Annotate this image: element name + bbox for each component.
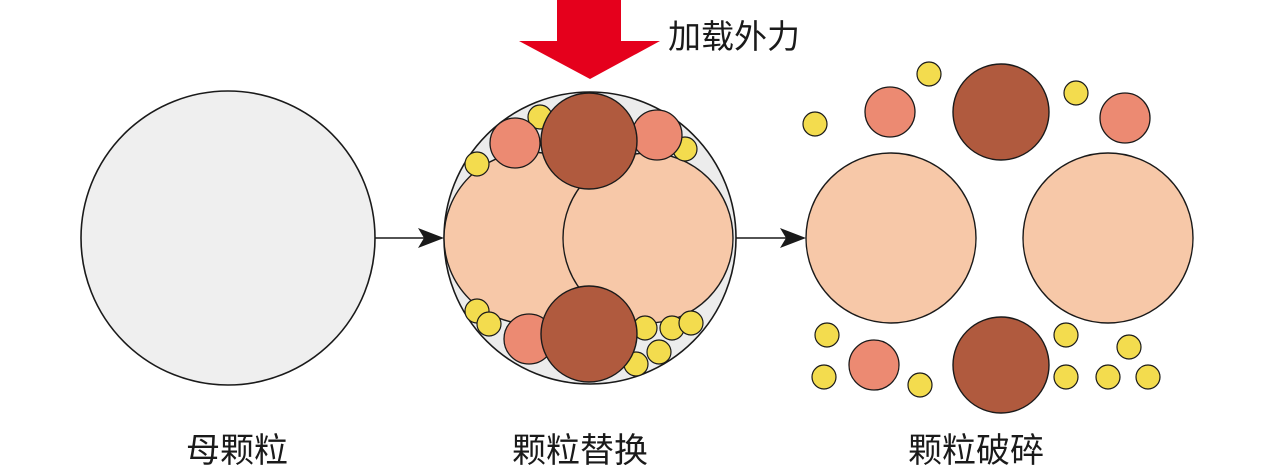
dark-fragment <box>540 92 638 190</box>
large-fragment <box>1022 152 1194 324</box>
small-fragment <box>678 310 704 336</box>
small-fragment <box>1063 80 1089 106</box>
dark-fragment <box>540 285 638 383</box>
small-fragment <box>1053 364 1079 390</box>
parent-particle-label: 母颗粒 <box>186 431 288 471</box>
small-fragment <box>916 61 942 87</box>
small-fragment <box>802 111 828 137</box>
small-fragment <box>1095 364 1121 390</box>
replacement-label: 颗粒替换 <box>512 431 648 471</box>
breakage-label: 颗粒破碎 <box>908 431 1044 471</box>
replacement-particle <box>443 91 737 385</box>
right-arrow-icon <box>375 228 444 248</box>
small-fragment <box>476 311 502 337</box>
medium-fragment <box>1099 92 1151 144</box>
small-fragment <box>646 339 672 365</box>
medium-fragment <box>864 86 916 138</box>
medium-fragment <box>489 117 541 169</box>
large-fragment <box>805 152 977 324</box>
right-arrow-icon <box>736 228 806 248</box>
small-fragment <box>1116 334 1142 360</box>
dark-fragment <box>952 63 1050 161</box>
small-fragment <box>811 364 837 390</box>
medium-fragment <box>848 339 900 391</box>
force-label: 加载外力 <box>668 17 800 56</box>
small-fragment <box>1135 364 1161 390</box>
dark-fragment <box>952 316 1050 414</box>
small-fragment <box>814 322 840 348</box>
broken-fragments <box>802 61 1194 414</box>
small-fragment <box>907 372 933 398</box>
parent-particle <box>80 90 376 386</box>
small-fragment <box>1053 322 1079 348</box>
down-arrow-icon <box>519 0 660 79</box>
medium-fragment <box>631 109 683 161</box>
small-fragment <box>464 151 490 177</box>
